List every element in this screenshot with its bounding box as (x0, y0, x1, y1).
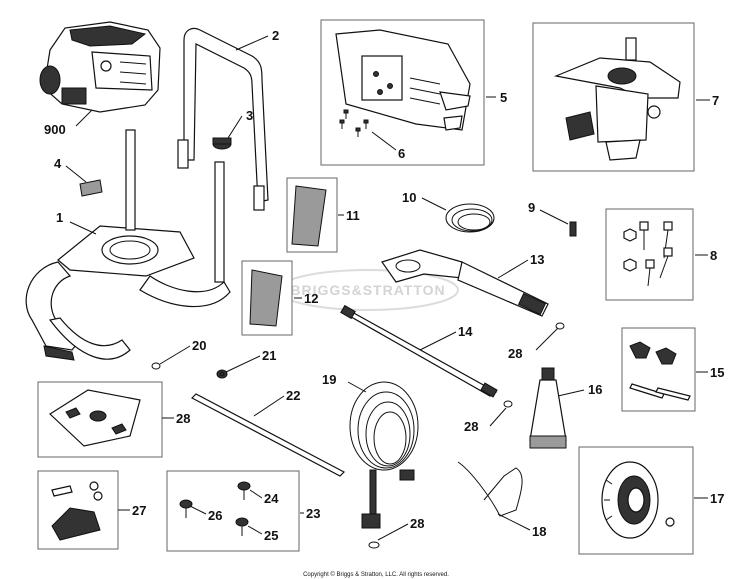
callout-25[interactable]: 25 (264, 528, 278, 543)
part-knobs-15[interactable] (621, 327, 696, 412)
callout-7[interactable]: 7 (712, 93, 719, 108)
part-bracket[interactable] (457, 461, 523, 517)
part-washer-21[interactable] (216, 369, 228, 379)
callout-28-hose[interactable]: 28 (410, 516, 424, 531)
callout-23[interactable]: 23 (306, 506, 320, 521)
part-hose[interactable] (349, 381, 419, 529)
watermark-text: BRIGGS&STRATTON (290, 282, 445, 298)
part-plug[interactable] (212, 137, 232, 150)
callout-4[interactable]: 4 (54, 156, 62, 171)
callout-13[interactable]: 13 (530, 252, 544, 267)
callout-2[interactable]: 2 (272, 28, 279, 43)
callout-20[interactable]: 20 (192, 338, 206, 353)
callout-8[interactable]: 8 (710, 248, 717, 263)
part-wand[interactable] (340, 304, 498, 398)
copyright-text: Copyright © Briggs & Stratton, LLC. All … (303, 571, 449, 578)
callout-12[interactable]: 12 (304, 291, 318, 306)
callout-labels: 900 1 2 3 4 5 6 7 8 9 10 11 12 13 14 15 … (44, 28, 724, 543)
callout-10[interactable]: 10 (402, 190, 416, 205)
callout-5[interactable]: 5 (500, 90, 507, 105)
callout-19[interactable]: 19 (322, 372, 336, 387)
part-nozzle-holder[interactable] (529, 367, 567, 449)
part-base-plate[interactable] (37, 381, 163, 458)
callout-11[interactable]: 11 (346, 208, 360, 223)
part-decal-11[interactable] (286, 177, 338, 253)
callout-17[interactable]: 17 (710, 491, 724, 506)
callout-28-gun[interactable]: 28 (508, 346, 522, 361)
part-spray-gun[interactable] (381, 249, 549, 317)
callout-1[interactable]: 1 (56, 210, 63, 225)
part-engine[interactable] (39, 21, 161, 113)
part-frame[interactable] (25, 129, 231, 361)
part-bolts-8[interactable] (605, 208, 694, 301)
part-control-panel[interactable] (320, 19, 485, 166)
part-handle[interactable] (177, 27, 269, 211)
part-axle[interactable] (191, 393, 345, 477)
callout-3[interactable]: 3 (246, 108, 253, 123)
callout-9[interactable]: 9 (528, 200, 535, 215)
callout-15[interactable]: 15 (710, 365, 724, 380)
callout-22[interactable]: 22 (286, 388, 300, 403)
callout-27[interactable]: 27 (132, 503, 146, 518)
part-clip-9[interactable] (569, 221, 577, 237)
part-label-4[interactable] (79, 179, 103, 197)
leader-lines (65, 35, 710, 541)
part-pump[interactable] (532, 22, 695, 172)
callout-900[interactable]: 900 (44, 122, 66, 137)
callout-28-wand[interactable]: 28 (464, 419, 478, 434)
callout-24[interactable]: 24 (264, 491, 279, 506)
part-screws-6[interactable] (339, 109, 369, 137)
part-coil-10[interactable] (445, 203, 495, 233)
callout-28-base[interactable]: 28 (176, 411, 190, 426)
callout-21[interactable]: 21 (262, 348, 276, 363)
part-wheel[interactable] (578, 446, 694, 555)
part-oring-28[interactable] (368, 322, 565, 549)
part-decal-12[interactable] (241, 260, 293, 336)
callout-26[interactable]: 26 (208, 508, 222, 523)
callout-16[interactable]: 16 (588, 382, 602, 397)
callout-6[interactable]: 6 (398, 146, 405, 161)
callout-14[interactable]: 14 (458, 324, 473, 339)
part-oring-20[interactable] (151, 362, 161, 370)
part-fasteners-23[interactable] (166, 470, 300, 552)
callout-18[interactable]: 18 (532, 524, 546, 539)
part-foot-27[interactable] (37, 470, 119, 550)
